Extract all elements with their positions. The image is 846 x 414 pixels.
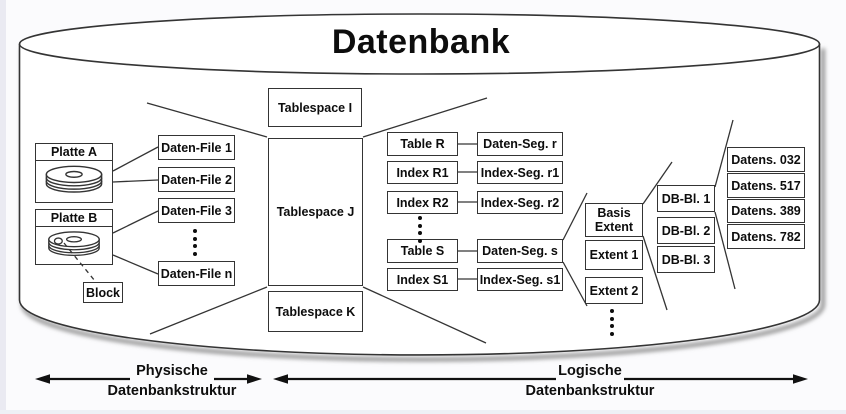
basis-extent-line1: Basis bbox=[597, 206, 631, 220]
legend-logical: Logische Datenbankstruktur bbox=[505, 362, 675, 401]
disk-stack-icon bbox=[45, 165, 103, 193]
diagram-title: Datenbank bbox=[331, 23, 511, 61]
legend-physical-line2: Datenbankstruktur bbox=[107, 382, 237, 399]
vertical-ellipsis-icon bbox=[418, 216, 422, 243]
box-index-r2: Index R2 bbox=[387, 191, 458, 214]
box-index-seg-s1: Index-Seg. s1 bbox=[477, 268, 563, 291]
disk-stack-icon bbox=[48, 230, 100, 256]
box-tablespace-k: Tablespace K bbox=[268, 291, 363, 332]
box-daten-file-2: Daten-File 2 bbox=[158, 167, 235, 192]
disk-box-platte-b: Platte B bbox=[35, 209, 113, 265]
box-table-s: Table S bbox=[387, 239, 458, 263]
legend-physical: Physische Datenbankstruktur bbox=[87, 362, 257, 401]
box-record-517: Datens. 517 bbox=[727, 173, 805, 198]
box-extent-1: Extent 1 bbox=[585, 240, 643, 270]
cylinder-shadow bbox=[21, 48, 825, 362]
box-daten-file-3: Daten-File 3 bbox=[158, 198, 235, 223]
box-db-block-3: DB-Bl. 3 bbox=[657, 246, 715, 273]
box-index-s1: Index S1 bbox=[387, 268, 458, 291]
box-daten-file-1: Daten-File 1 bbox=[158, 135, 235, 160]
box-db-block-2: DB-Bl. 2 bbox=[657, 217, 715, 244]
vertical-ellipsis-icon bbox=[193, 229, 197, 256]
box-record-782: Datens. 782 bbox=[727, 224, 805, 249]
box-daten-file-n: Daten-File n bbox=[158, 261, 235, 286]
box-index-seg-r2: Index-Seg. r2 bbox=[477, 191, 563, 214]
disk-label: Platte B bbox=[36, 210, 112, 227]
cylinder-top bbox=[18, 13, 821, 75]
window-edge-bottom bbox=[0, 410, 846, 414]
box-record-389: Datens. 389 bbox=[727, 199, 805, 223]
box-table-r: Table R bbox=[387, 132, 458, 156]
block-marker-icon bbox=[53, 236, 63, 245]
box-basis-extent: Basis Extent bbox=[585, 203, 643, 237]
disk-label: Platte A bbox=[36, 144, 112, 161]
legend-logical-line2: Datenbankstruktur bbox=[525, 382, 655, 399]
box-block: Block bbox=[83, 282, 123, 303]
box-daten-seg-s: Daten-Seg. s bbox=[477, 239, 563, 263]
box-index-r1: Index R1 bbox=[387, 161, 458, 184]
legend-logical-line1: Logische bbox=[558, 363, 622, 379]
basis-extent-line2: Extent bbox=[594, 220, 634, 234]
box-db-block-1: DB-Bl. 1 bbox=[657, 185, 715, 212]
box-extent-2: Extent 2 bbox=[585, 277, 643, 304]
vertical-ellipsis-icon bbox=[610, 309, 614, 336]
box-record-032: Datens. 032 bbox=[727, 147, 805, 172]
disk-box-platte-a: Platte A bbox=[35, 143, 113, 203]
legend-physical-line1: Physische bbox=[136, 363, 208, 379]
box-tablespace-j: Tablespace J bbox=[268, 138, 363, 286]
window-edge-left bbox=[0, 0, 6, 414]
box-index-seg-r1: Index-Seg. r1 bbox=[477, 161, 563, 184]
box-daten-seg-r: Daten-Seg. r bbox=[477, 132, 563, 156]
box-tablespace-i: Tablespace I bbox=[268, 88, 362, 127]
